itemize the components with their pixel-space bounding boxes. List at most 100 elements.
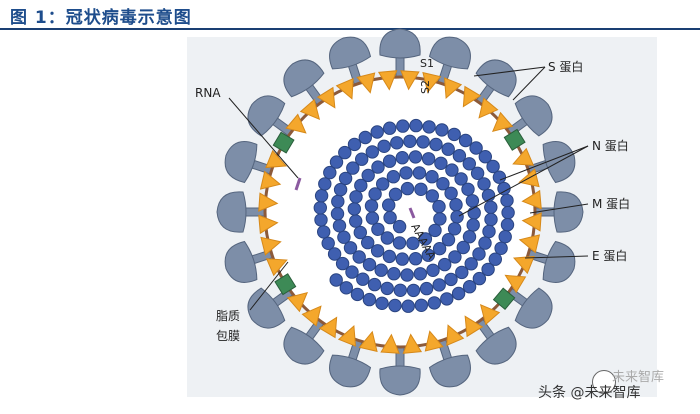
n-protein-bead	[331, 208, 343, 220]
n-protein-bead	[357, 273, 369, 285]
n-protein-bead	[397, 120, 409, 132]
n-protein-bead	[441, 293, 453, 305]
n-protein-bead	[433, 279, 445, 291]
n-protein-bead	[439, 258, 451, 270]
n-protein-bead	[401, 182, 413, 194]
label-rna: RNA	[195, 86, 221, 100]
n-protein-bead	[381, 282, 393, 294]
n-protein-bead	[356, 153, 368, 165]
n-protein-bead	[371, 126, 383, 138]
n-protein-bead	[456, 266, 468, 278]
n-protein-bead	[363, 293, 375, 305]
n-protein-bead	[495, 242, 507, 254]
n-protein-bead	[414, 268, 426, 280]
n-protein-bead	[463, 281, 475, 293]
n-protein-bead	[426, 190, 438, 202]
n-protein-bead	[433, 200, 445, 212]
n-protein-bead	[430, 138, 442, 150]
n-protein-bead	[415, 183, 427, 195]
n-protein-bead	[467, 219, 479, 231]
n-protein-bead	[396, 253, 408, 265]
n-protein-bead	[449, 251, 461, 263]
n-protein-bead	[394, 284, 406, 296]
n-protein-bead	[459, 134, 471, 146]
label-s2: S2	[419, 80, 432, 94]
n-protein-bead	[499, 231, 511, 243]
n-protein-bead	[383, 155, 395, 167]
label-envelope-line2: 包膜	[216, 329, 240, 343]
n-protein-bead	[351, 288, 363, 300]
n-protein-bead	[384, 211, 396, 223]
n-protein-bead	[445, 273, 457, 285]
n-protein-bead	[422, 153, 434, 165]
n-protein-bead	[340, 282, 352, 294]
n-protein-bead	[319, 178, 331, 190]
n-protein-bead	[383, 199, 395, 211]
n-protein-bead	[468, 207, 480, 219]
n-protein-bead	[366, 146, 378, 158]
n-protein-bead	[338, 231, 350, 243]
n-protein-bead	[348, 138, 360, 150]
n-protein-bead	[502, 206, 514, 218]
n-protein-bead	[315, 190, 327, 202]
n-protein-bead	[463, 231, 475, 243]
n-protein-bead	[410, 119, 422, 131]
n-protein-bead	[479, 237, 491, 249]
n-protein-bead	[365, 200, 377, 212]
n-protein-bead	[485, 201, 497, 213]
n-protein-bead	[462, 183, 474, 195]
n-protein-bead	[332, 195, 344, 207]
n-protein-bead	[453, 150, 465, 162]
n-protein-bead	[388, 268, 400, 280]
n-protein-bead	[435, 157, 447, 169]
n-protein-bead	[400, 167, 412, 179]
n-protein-bead	[501, 194, 513, 206]
n-protein-bead	[448, 128, 460, 140]
label-s1: S1	[420, 57, 434, 70]
n-protein-bead	[401, 269, 413, 281]
n-protein-bead	[372, 161, 384, 173]
n-protein-bead	[420, 282, 432, 294]
n-protein-bead	[322, 237, 334, 249]
label-envelope-line1: 脂质	[216, 308, 240, 323]
n-protein-bead	[371, 245, 383, 257]
n-protein-bead	[466, 195, 478, 207]
n-protein-bead	[448, 223, 460, 235]
n-protein-bead	[427, 264, 439, 276]
label-n-protein: N 蛋白	[592, 138, 629, 153]
n-protein-bead	[362, 169, 374, 181]
n-protein-bead	[384, 122, 396, 134]
n-protein-bead	[368, 278, 380, 290]
n-protein-bead	[350, 215, 362, 227]
n-protein-bead	[498, 182, 510, 194]
n-protein-bead	[426, 171, 438, 183]
n-protein-bead	[485, 213, 497, 225]
n-protein-bead	[372, 223, 384, 235]
n-protein-bead	[391, 137, 403, 149]
n-protein-bead	[417, 136, 429, 148]
n-protein-bead	[359, 131, 371, 143]
n-protein-bead	[393, 220, 405, 232]
n-protein-bead	[396, 152, 408, 164]
n-protein-bead	[415, 299, 427, 311]
n-protein-bead	[409, 253, 421, 265]
n-protein-bead	[389, 299, 401, 311]
n-protein-bead	[436, 124, 448, 136]
n-protein-bead	[387, 171, 399, 183]
n-protein-bead	[378, 140, 390, 152]
label-m-protein: M 蛋白	[592, 196, 630, 211]
n-protein-bead	[407, 284, 419, 296]
n-protein-bead	[450, 199, 462, 211]
n-protein-bead	[501, 219, 513, 231]
label-e-protein: E 蛋白	[592, 248, 627, 263]
n-protein-bead	[363, 258, 375, 270]
watermark-text: 头条 @未来智库	[538, 382, 640, 402]
label-s-protein: S 蛋白	[548, 59, 583, 74]
n-protein-bead	[354, 226, 366, 238]
n-protein-bead	[366, 212, 378, 224]
n-protein-bead	[333, 220, 345, 232]
n-protein-bead	[375, 264, 387, 276]
n-protein-bead	[429, 224, 441, 236]
n-protein-bead	[330, 274, 342, 286]
n-protein-bead	[376, 297, 388, 309]
